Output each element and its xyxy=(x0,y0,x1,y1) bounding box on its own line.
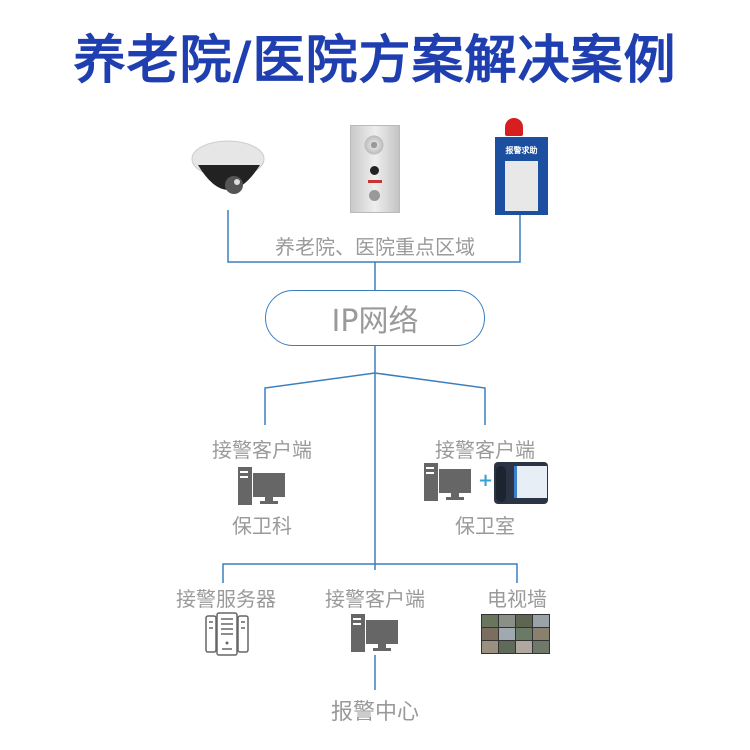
upper-branch-line xyxy=(264,372,486,425)
dome-camera-icon xyxy=(191,140,265,194)
intercom-panel-icon xyxy=(350,125,400,213)
page-title: 养老院/医院方案解决案例 xyxy=(73,31,677,91)
tv-wall-label: 电视墙 xyxy=(487,587,547,611)
center-client-label: 接警客户端 xyxy=(325,587,425,611)
lower-branch-line xyxy=(222,563,518,583)
desktop-computer-icon xyxy=(424,463,471,501)
alarm-center-label: 报警中心 xyxy=(330,700,419,725)
top-bus-line xyxy=(227,210,521,263)
desk-phone-icon xyxy=(494,462,548,504)
left-client-label: 接警客户端 xyxy=(212,438,312,462)
plus-sign: + xyxy=(478,470,494,491)
ip-network-node: IP网络 xyxy=(265,290,485,346)
left-client-location: 保卫科 xyxy=(232,514,292,538)
server-label: 接警服务器 xyxy=(176,587,276,611)
server-icon xyxy=(205,612,249,656)
right-client-label: 接警客户端 xyxy=(435,438,535,462)
zone-label: 养老院、医院重点区域 xyxy=(275,235,475,259)
right-client-location: 保卫室 xyxy=(455,514,515,538)
alarm-light-icon xyxy=(505,118,523,136)
alarm-box-label: 报警求助 xyxy=(505,146,538,155)
desktop-computer-icon xyxy=(238,467,285,505)
desktop-computer-icon xyxy=(351,614,398,652)
alarm-help-box-icon: 报警求助 xyxy=(495,137,548,215)
tv-wall-icon xyxy=(481,614,550,654)
